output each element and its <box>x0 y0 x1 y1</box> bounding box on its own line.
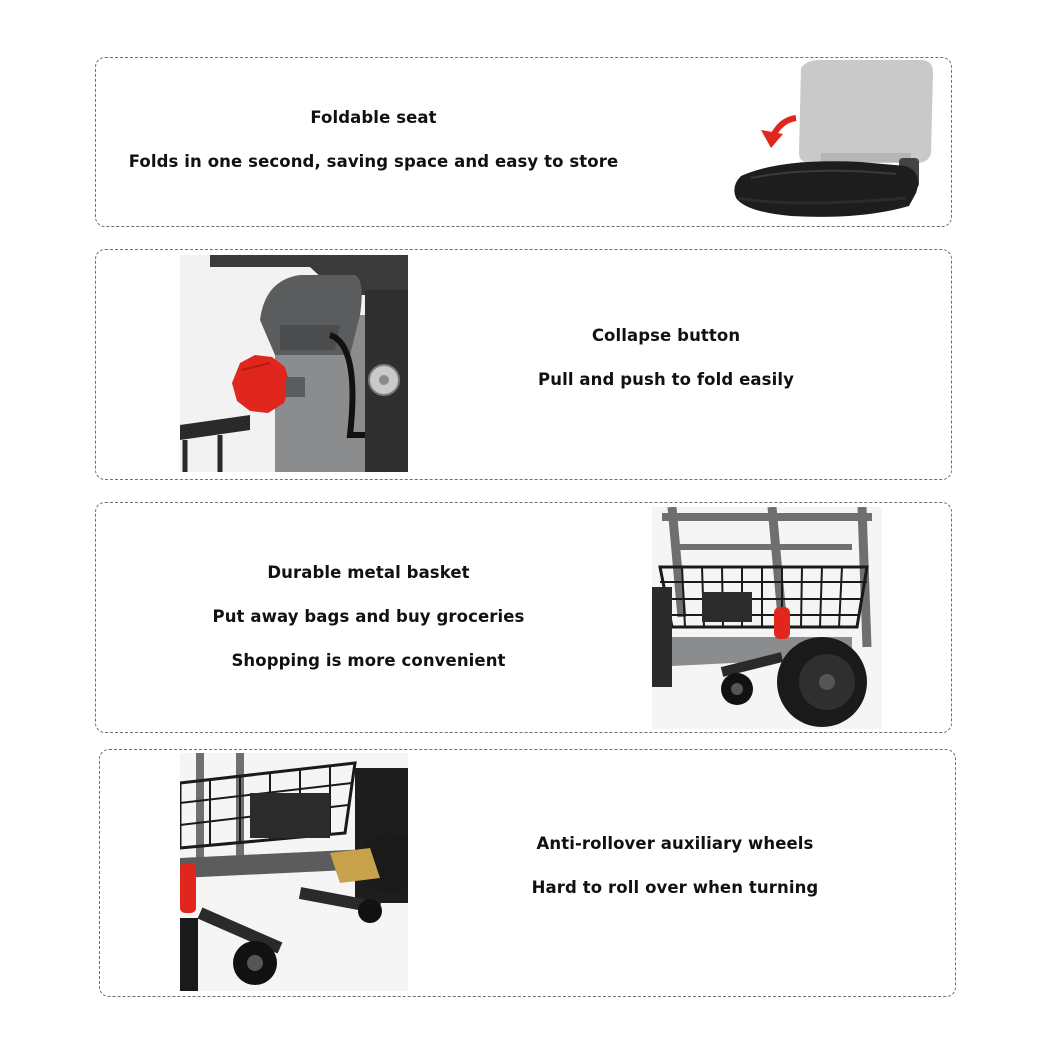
feature-description: Hard to roll over when turning <box>531 878 819 897</box>
feature-description: Put away bags and buy groceries <box>212 607 525 626</box>
folding-seat-photo <box>661 58 951 226</box>
feature-description: Pull and push to fold easily <box>538 370 794 389</box>
metal-basket-photo <box>652 507 882 729</box>
collapse-knob-photo <box>180 255 408 472</box>
feature-panel-seat: Foldable seat Folds in one second, savin… <box>95 57 952 227</box>
feature-title: Collapse button <box>591 326 741 345</box>
feature-title: Anti-rollover auxiliary wheels <box>536 834 814 853</box>
feature-title: Foldable seat <box>310 108 437 127</box>
feature-text-basket: Durable metal basket Put away bags and b… <box>186 563 551 670</box>
feature-text-button: Collapse button Pull and push to fold ea… <box>481 326 851 389</box>
feature-panel-wheels: Anti-rollover auxiliary wheels Hard to r… <box>99 749 956 997</box>
feature-title: Durable metal basket <box>267 563 470 582</box>
feature-description: Folds in one second, saving space and ea… <box>128 152 619 171</box>
feature-panel-basket: Durable metal basket Put away bags and b… <box>95 502 952 733</box>
feature-description: Shopping is more convenient <box>231 651 506 670</box>
feature-panel-button: Collapse button Pull and push to fold ea… <box>95 249 952 480</box>
feature-text-wheels: Anti-rollover auxiliary wheels Hard to r… <box>500 834 850 897</box>
auxiliary-wheels-photo <box>180 753 408 991</box>
feature-text-seat: Foldable seat Folds in one second, savin… <box>116 108 631 171</box>
